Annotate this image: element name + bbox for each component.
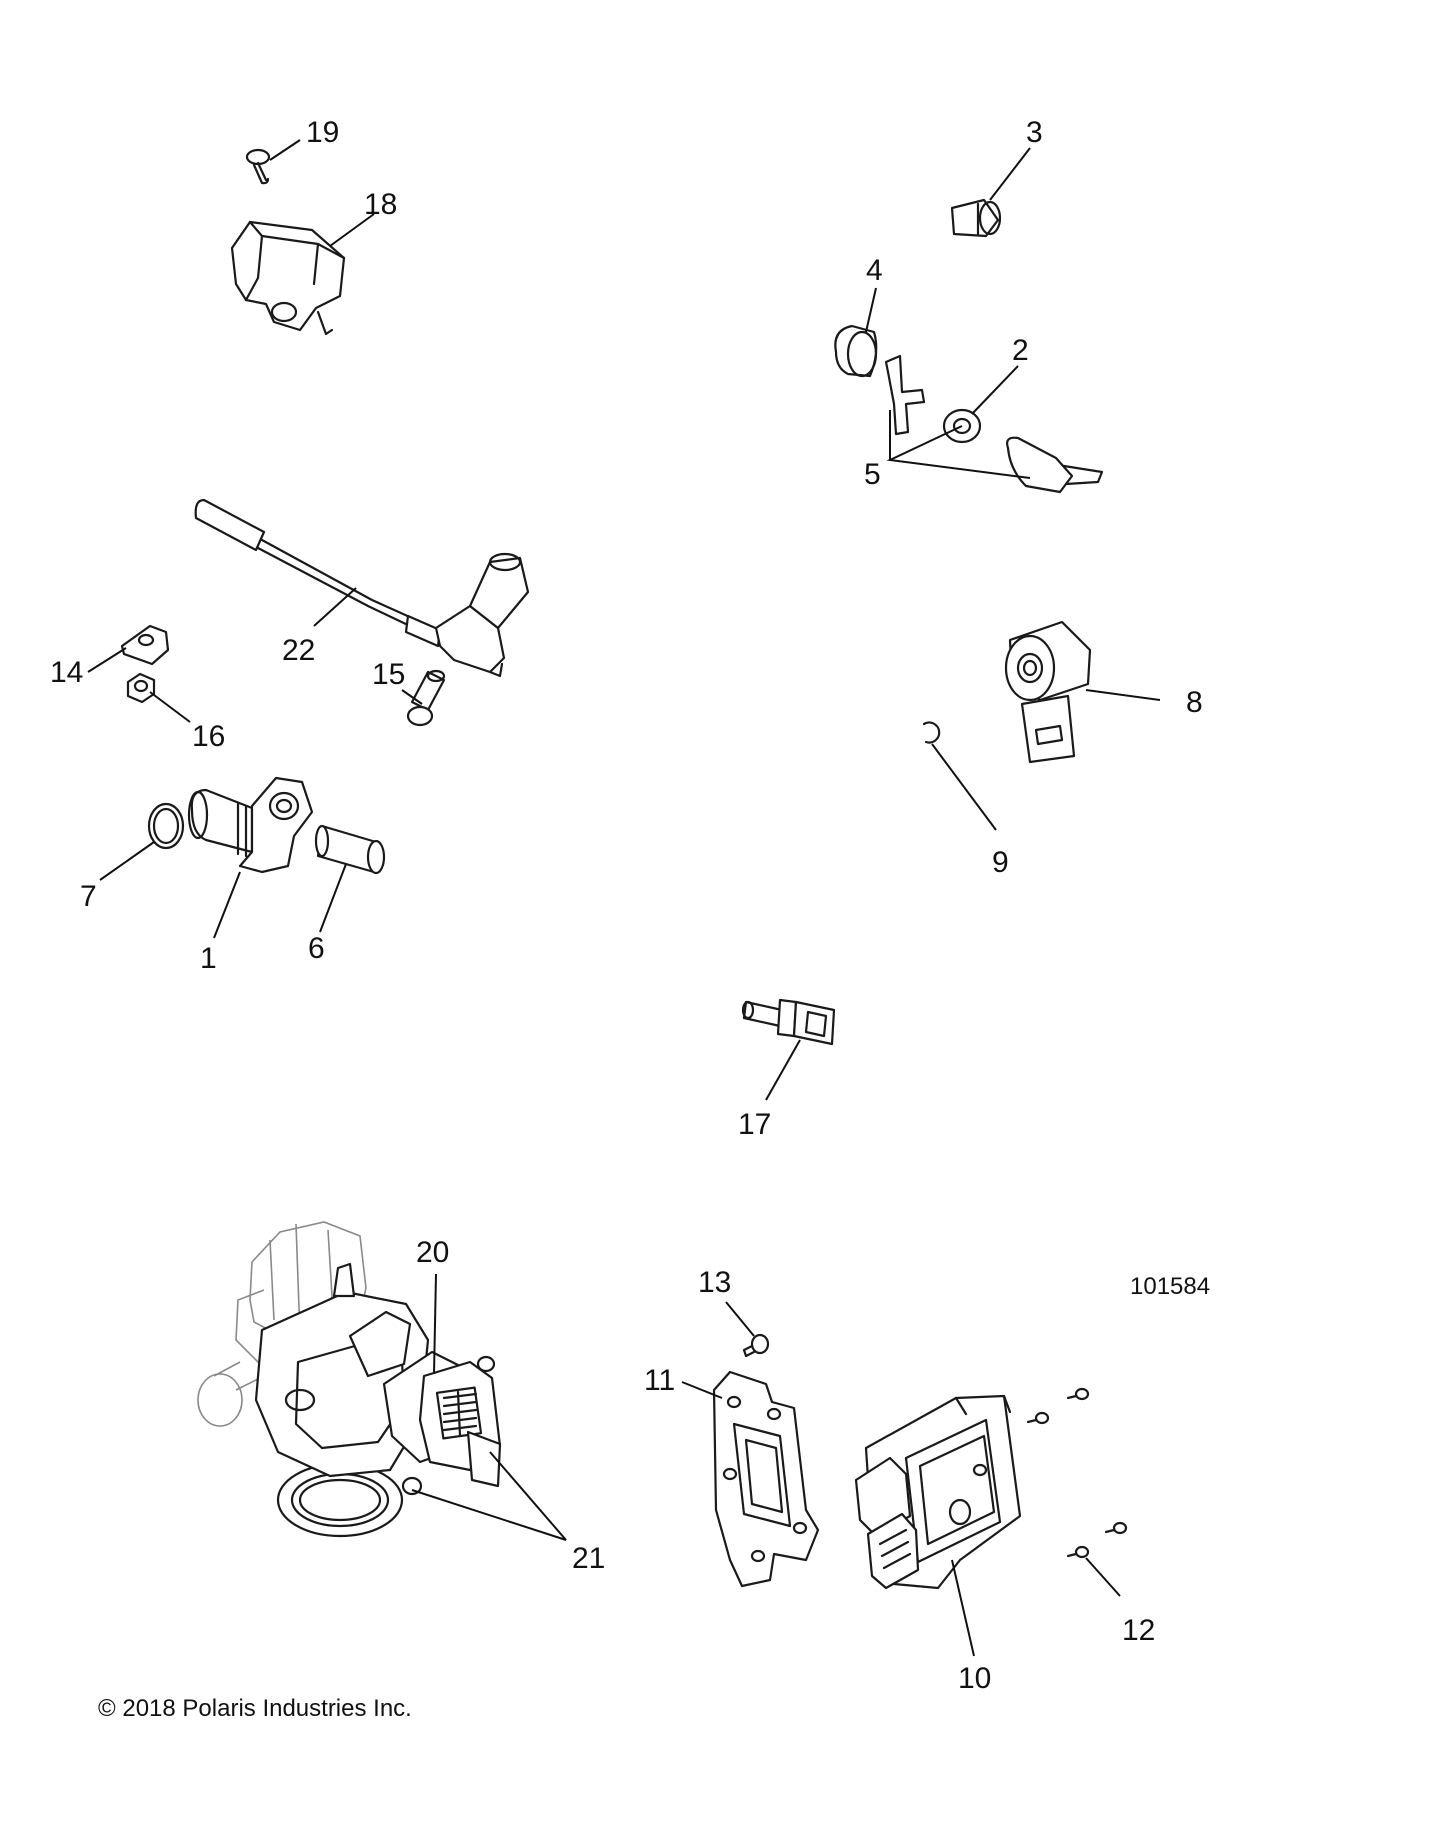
callout-7: 7 bbox=[80, 880, 97, 913]
leader-1 bbox=[213, 871, 241, 939]
leader-15 bbox=[401, 689, 423, 705]
callout-3: 3 bbox=[1026, 116, 1043, 149]
callout-10: 10 bbox=[958, 1662, 991, 1695]
part-10-ecu bbox=[854, 1394, 1022, 1590]
leader-19 bbox=[269, 139, 301, 161]
leader-18 bbox=[329, 213, 375, 247]
part-9-e-clip bbox=[922, 721, 941, 744]
leader-11 bbox=[681, 1381, 723, 1399]
leader-10 bbox=[951, 1559, 975, 1657]
part-5-sensor-kit bbox=[884, 354, 1104, 494]
leader-lines bbox=[87, 139, 1161, 1657]
leader-12 bbox=[1085, 1557, 1121, 1597]
part-11-ecu-bracket bbox=[712, 1370, 820, 1588]
leader-20 bbox=[433, 1273, 437, 1375]
leader-13 bbox=[725, 1301, 755, 1337]
callout-13: 13 bbox=[698, 1266, 731, 1299]
part-16-nut bbox=[126, 672, 156, 704]
callout-labels: 19 18 3 4 2 5 22 14 15 16 8 9 7 1 6 17 2… bbox=[50, 116, 1210, 1722]
part-12-screws bbox=[1026, 1387, 1128, 1559]
leader-6 bbox=[319, 863, 347, 933]
callout-14: 14 bbox=[50, 656, 83, 689]
leader-21 bbox=[489, 1451, 567, 1541]
callout-8: 8 bbox=[1186, 686, 1203, 719]
part-15-bolt bbox=[406, 669, 446, 727]
part-6-sleeve bbox=[314, 824, 386, 875]
leader-21-b bbox=[411, 1489, 567, 1541]
part-7-o-ring bbox=[147, 802, 185, 850]
callout-12: 12 bbox=[1122, 1614, 1155, 1647]
leader-2 bbox=[971, 365, 1019, 415]
callout-4: 4 bbox=[866, 254, 883, 287]
leader-9 bbox=[931, 743, 997, 831]
leader-4 bbox=[865, 287, 877, 333]
leader-3 bbox=[989, 147, 1031, 201]
drawing-number: 101584 bbox=[1130, 1273, 1210, 1300]
part-17-temp-sensor bbox=[741, 998, 836, 1046]
part-13-screw bbox=[742, 1333, 770, 1358]
callout-19: 19 bbox=[306, 116, 339, 149]
leader-14 bbox=[87, 647, 127, 673]
part-22-crank-position-sensor bbox=[194, 498, 530, 678]
callout-11: 11 bbox=[644, 1364, 675, 1397]
part-20-throttle-body bbox=[197, 1221, 502, 1538]
callout-16: 16 bbox=[192, 720, 225, 753]
part-19-bolt bbox=[245, 148, 271, 185]
callout-18: 18 bbox=[364, 188, 397, 221]
callout-5: 5 bbox=[864, 458, 881, 491]
leader-22 bbox=[313, 587, 357, 627]
callout-2: 2 bbox=[1012, 334, 1029, 367]
callout-21: 21 bbox=[572, 1542, 605, 1575]
part-18-map-sensor bbox=[230, 220, 346, 336]
part-3-plug bbox=[950, 198, 1002, 238]
leader-8 bbox=[1085, 689, 1161, 701]
part-8-knock-sensor bbox=[1004, 620, 1092, 764]
leader-7 bbox=[99, 841, 155, 881]
callout-22: 22 bbox=[282, 634, 315, 667]
callout-20: 20 bbox=[416, 1236, 449, 1269]
copyright-notice: © 2018 Polaris Industries Inc. bbox=[98, 1695, 412, 1722]
callout-17: 17 bbox=[738, 1108, 771, 1141]
part-1-cam-position-sensor bbox=[187, 776, 314, 874]
callout-15: 15 bbox=[372, 658, 405, 691]
callout-9: 9 bbox=[992, 846, 1009, 879]
leader-16 bbox=[149, 691, 191, 723]
part-4-cap bbox=[834, 324, 878, 378]
part-14-clip bbox=[120, 624, 170, 666]
leader-17 bbox=[765, 1039, 801, 1101]
callout-6: 6 bbox=[308, 932, 325, 965]
callout-1: 1 bbox=[200, 942, 217, 975]
